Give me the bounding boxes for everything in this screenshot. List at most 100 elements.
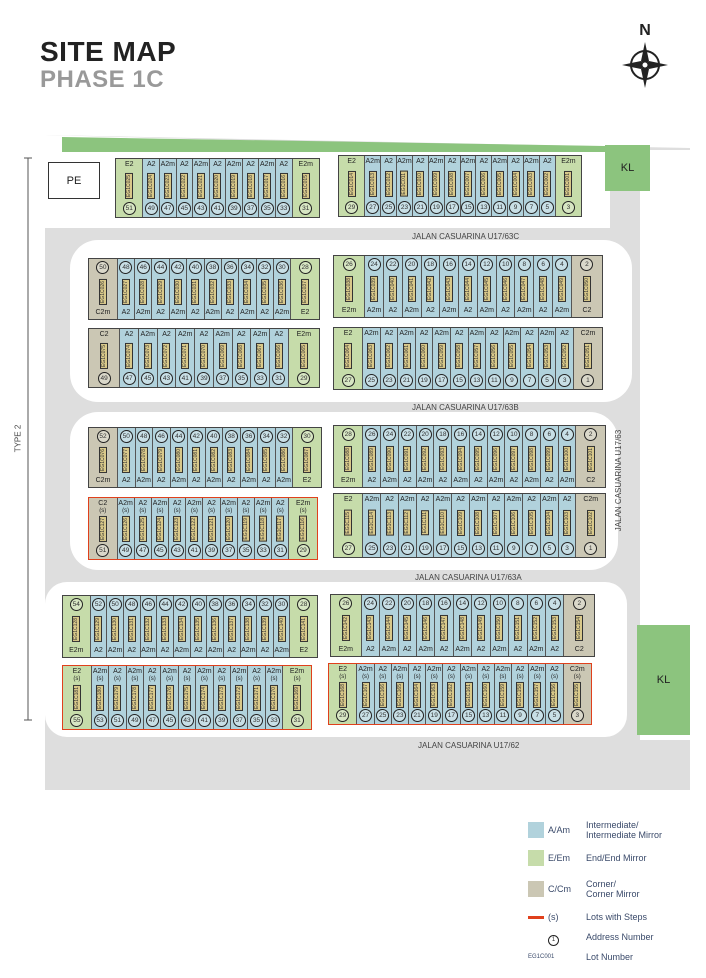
house-unit[interactable]: C2EG1C1542: [564, 595, 595, 656]
house-unit[interactable]: A2EG1C09514: [469, 426, 488, 487]
house-unit[interactable]: A2mEG1C11221: [398, 494, 417, 557]
house-unit[interactable]: A2mEG1C08044: [170, 428, 189, 487]
house-unit[interactable]: A2m(s)EG1C17033: [265, 666, 284, 729]
house-unit[interactable]: C2EG1C07549: [89, 329, 121, 387]
house-unit[interactable]: A2mEG1C0478: [515, 256, 535, 317]
house-unit[interactable]: A2EG1C13932: [257, 596, 274, 657]
house-unit[interactable]: A2mEG1C0988: [523, 426, 541, 487]
house-unit[interactable]: A2mEG1C01123: [397, 156, 413, 216]
house-unit[interactable]: A2mEG1C09416: [452, 426, 470, 487]
house-unit[interactable]: A2EG1C14520: [398, 595, 417, 656]
house-unit[interactable]: A2EG1C13344: [157, 596, 174, 657]
house-unit[interactable]: A2EG1C11119: [416, 494, 435, 557]
house-unit[interactable]: A2mEG1C07345: [138, 329, 158, 387]
house-unit[interactable]: E2mEG1C12854: [63, 596, 91, 657]
house-unit[interactable]: A2mEG1C07141: [176, 329, 196, 387]
house-unit[interactable]: A2m(s)EG1C17849: [126, 666, 145, 729]
house-unit[interactable]: A2EG1C0996: [540, 426, 559, 487]
house-unit[interactable]: A2mEG1C06121: [398, 328, 416, 389]
house-unit[interactable]: A2(s)EG1C17543: [178, 666, 197, 729]
house-unit[interactable]: A2mEG1C04316: [440, 256, 460, 317]
house-unit[interactable]: E2m(s)EG1C16931: [283, 666, 312, 729]
house-unit[interactable]: A2mEG1C13050: [107, 596, 124, 657]
house-unit[interactable]: A2EG1C1534: [546, 595, 565, 656]
house-unit[interactable]: A2EG1C05611: [486, 328, 504, 389]
house-unit[interactable]: A2mEG1C08240: [205, 428, 224, 487]
house-unit[interactable]: A2EG1C11323: [381, 494, 399, 557]
house-unit[interactable]: A2EG1C02041: [209, 159, 227, 217]
house-unit[interactable]: A2EG1C08338: [223, 428, 241, 487]
house-unit[interactable]: C2EG1C1012: [576, 426, 605, 487]
house-unit[interactable]: E2EG1C08730: [293, 428, 322, 487]
house-unit[interactable]: A2EG1C13736: [223, 596, 241, 657]
house-unit[interactable]: A2(s)EG1C12139: [203, 498, 221, 559]
house-unit[interactable]: A2EG1C01225: [381, 156, 398, 216]
house-unit[interactable]: A2(s)EG1C11731: [272, 498, 290, 559]
house-unit[interactable]: A2EG1C10711: [487, 494, 506, 557]
house-unit[interactable]: A2EG1C06631: [270, 329, 289, 387]
house-unit[interactable]: A2mEG1C09612: [487, 426, 506, 487]
house-unit[interactable]: A2mEG1C13834: [240, 596, 258, 657]
house-unit[interactable]: A2EG1C0547: [521, 328, 539, 389]
house-unit[interactable]: A2mEG1C00919: [428, 156, 445, 216]
house-unit[interactable]: A2mEG1C03238: [204, 259, 222, 319]
house-unit[interactable]: A2(s)EG1C17951: [109, 666, 127, 729]
house-unit[interactable]: C2(s)EG1C12751: [89, 498, 118, 559]
house-unit[interactable]: A2m(s)EG1C17441: [196, 666, 214, 729]
house-unit[interactable]: A2m(s)EG1C16115: [460, 664, 478, 724]
house-unit[interactable]: E2mEG1C0013: [555, 156, 582, 216]
house-unit[interactable]: A2m(s)EG1C17237: [230, 666, 249, 729]
house-unit[interactable]: A2m(s)EG1C16523: [391, 664, 409, 724]
house-unit[interactable]: A2mEG1C1526: [527, 595, 546, 656]
house-unit[interactable]: A2(s)EG1C16013: [477, 664, 495, 724]
house-unit[interactable]: A2EG1C06835: [232, 329, 252, 387]
house-unit[interactable]: A2EG1C07946: [153, 428, 171, 487]
house-unit[interactable]: A2(s)EG1C17135: [248, 666, 266, 729]
house-unit[interactable]: A2EG1C0025: [539, 156, 556, 216]
house-unit[interactable]: A2mEG1C1004: [558, 426, 577, 487]
house-unit[interactable]: A2EG1C00817: [444, 156, 461, 216]
house-unit[interactable]: A2(s)EG1C17747: [144, 666, 162, 729]
house-unit[interactable]: A2EG1C02449: [143, 159, 161, 217]
house-unit[interactable]: A2EG1C13540: [190, 596, 208, 657]
house-unit[interactable]: A2m(s)EG1C12241: [186, 498, 204, 559]
house-unit[interactable]: A2mEG1C04120: [402, 256, 422, 317]
house-unit[interactable]: A2mEG1C11017: [434, 494, 453, 557]
house-unit[interactable]: A2mEG1C1045: [540, 494, 559, 557]
house-unit[interactable]: A2(s)EG1C1565: [546, 664, 564, 724]
house-unit[interactable]: A2EG1C1057: [523, 494, 541, 557]
house-unit[interactable]: A2m(s)EG1C15911: [494, 664, 513, 724]
house-unit[interactable]: A2EG1C03336: [221, 259, 240, 319]
house-unit[interactable]: C2mEG1C07652: [89, 428, 119, 487]
house-unit[interactable]: A2EG1C07243: [157, 329, 177, 387]
house-unit[interactable]: A2EG1C06223: [380, 328, 399, 389]
house-unit[interactable]: E2mEG1C14226: [331, 595, 362, 656]
house-unit[interactable]: A2(s)EG1C17339: [213, 666, 231, 729]
house-unit[interactable]: A2mEG1C02347: [160, 159, 177, 217]
house-unit[interactable]: A2EG1C03140: [187, 259, 205, 319]
house-unit[interactable]: E2mEG1C01531: [292, 159, 319, 217]
house-unit[interactable]: A2(s)EG1C1589: [512, 664, 530, 724]
house-unit[interactable]: A2(s)EG1C16217: [443, 664, 461, 724]
house-unit[interactable]: E2(s)EG1C18155: [63, 666, 92, 729]
house-unit[interactable]: A2EG1C02944: [152, 259, 170, 319]
house-unit[interactable]: C2EG1C0502: [571, 256, 603, 317]
house-unit[interactable]: A2EG1C01633: [275, 159, 293, 217]
house-unit[interactable]: A2m(s)EG1C17645: [161, 666, 179, 729]
house-unit[interactable]: A2mEG1C1069: [505, 494, 524, 557]
house-unit[interactable]: A2EG1C10915: [452, 494, 470, 557]
house-unit[interactable]: A2EG1C13148: [123, 596, 141, 657]
house-unit[interactable]: A2EG1C0486: [534, 256, 554, 317]
house-unit[interactable]: A2mEG1C03924: [365, 256, 384, 317]
house-unit[interactable]: A2EG1C08534: [258, 428, 276, 487]
house-unit[interactable]: E2EG1C06427: [334, 328, 364, 389]
house-unit[interactable]: C2mEG1C0511: [573, 328, 603, 389]
house-unit[interactable]: A2m(s)EG1C12649: [117, 498, 135, 559]
house-unit[interactable]: C2mEG1C02650: [89, 259, 118, 319]
house-unit[interactable]: E2EG1C14128: [290, 596, 318, 657]
house-unit[interactable]: A2mEG1C14030: [273, 596, 291, 657]
house-unit[interactable]: A2EG1C09318: [434, 426, 453, 487]
house-unit[interactable]: A2EG1C04022: [384, 256, 403, 317]
house-unit[interactable]: A2mEG1C06937: [213, 329, 233, 387]
house-unit[interactable]: A2m(s)EG1C1577: [529, 664, 547, 724]
